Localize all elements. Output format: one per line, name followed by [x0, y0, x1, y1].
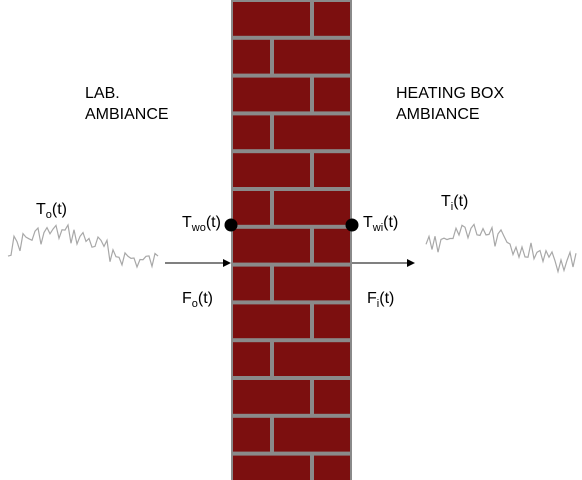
brick [233, 115, 270, 150]
brick [233, 417, 270, 452]
brick [233, 39, 270, 74]
brick [314, 455, 350, 480]
brick [274, 115, 350, 150]
left-region-label-line1: LAB. [85, 85, 120, 102]
brick-wall [231, 0, 352, 480]
brick [314, 77, 350, 112]
brick [314, 153, 350, 187]
inner-surface-sensor-icon [345, 218, 359, 232]
right-region-label-line2: AMBIANCE [396, 106, 480, 123]
outer-flux-label: Fo(t) [182, 290, 213, 310]
brick [233, 304, 310, 339]
outer-surface-sensor-icon [224, 218, 238, 232]
brick [233, 342, 270, 376]
brick [233, 153, 310, 187]
brick [314, 2, 350, 36]
brick [314, 304, 350, 339]
brick [233, 380, 310, 414]
brick [274, 266, 350, 301]
brick [274, 342, 350, 376]
arrow-right-icon [407, 259, 415, 267]
brick [233, 2, 310, 36]
brick [233, 191, 270, 225]
outdoor-temperature-signal [7, 223, 159, 269]
outer-wall-temp-label: Two(t) [182, 214, 221, 234]
inner-flux-arrow [352, 259, 415, 267]
brick [314, 380, 350, 414]
arrow-right-icon [223, 259, 231, 267]
indoor-temp-label: Ti(t) [441, 193, 468, 213]
brick [314, 228, 350, 263]
right-region-label-line1: HEATING BOX [396, 85, 504, 102]
brick [274, 417, 350, 452]
brick [233, 266, 270, 301]
inner-wall-temp-label: Twi(t) [363, 214, 398, 234]
left-region-label-line2: AMBIANCE [85, 106, 169, 123]
brick [233, 77, 310, 112]
brick [274, 39, 350, 74]
brick [274, 191, 350, 225]
outdoor-temp-label: To(t) [36, 201, 67, 221]
brick [233, 455, 310, 480]
inner-flux-label: Fi(t) [367, 290, 394, 310]
outer-flux-arrow [165, 259, 231, 267]
indoor-temperature-signal [425, 223, 577, 274]
brick [233, 228, 310, 263]
